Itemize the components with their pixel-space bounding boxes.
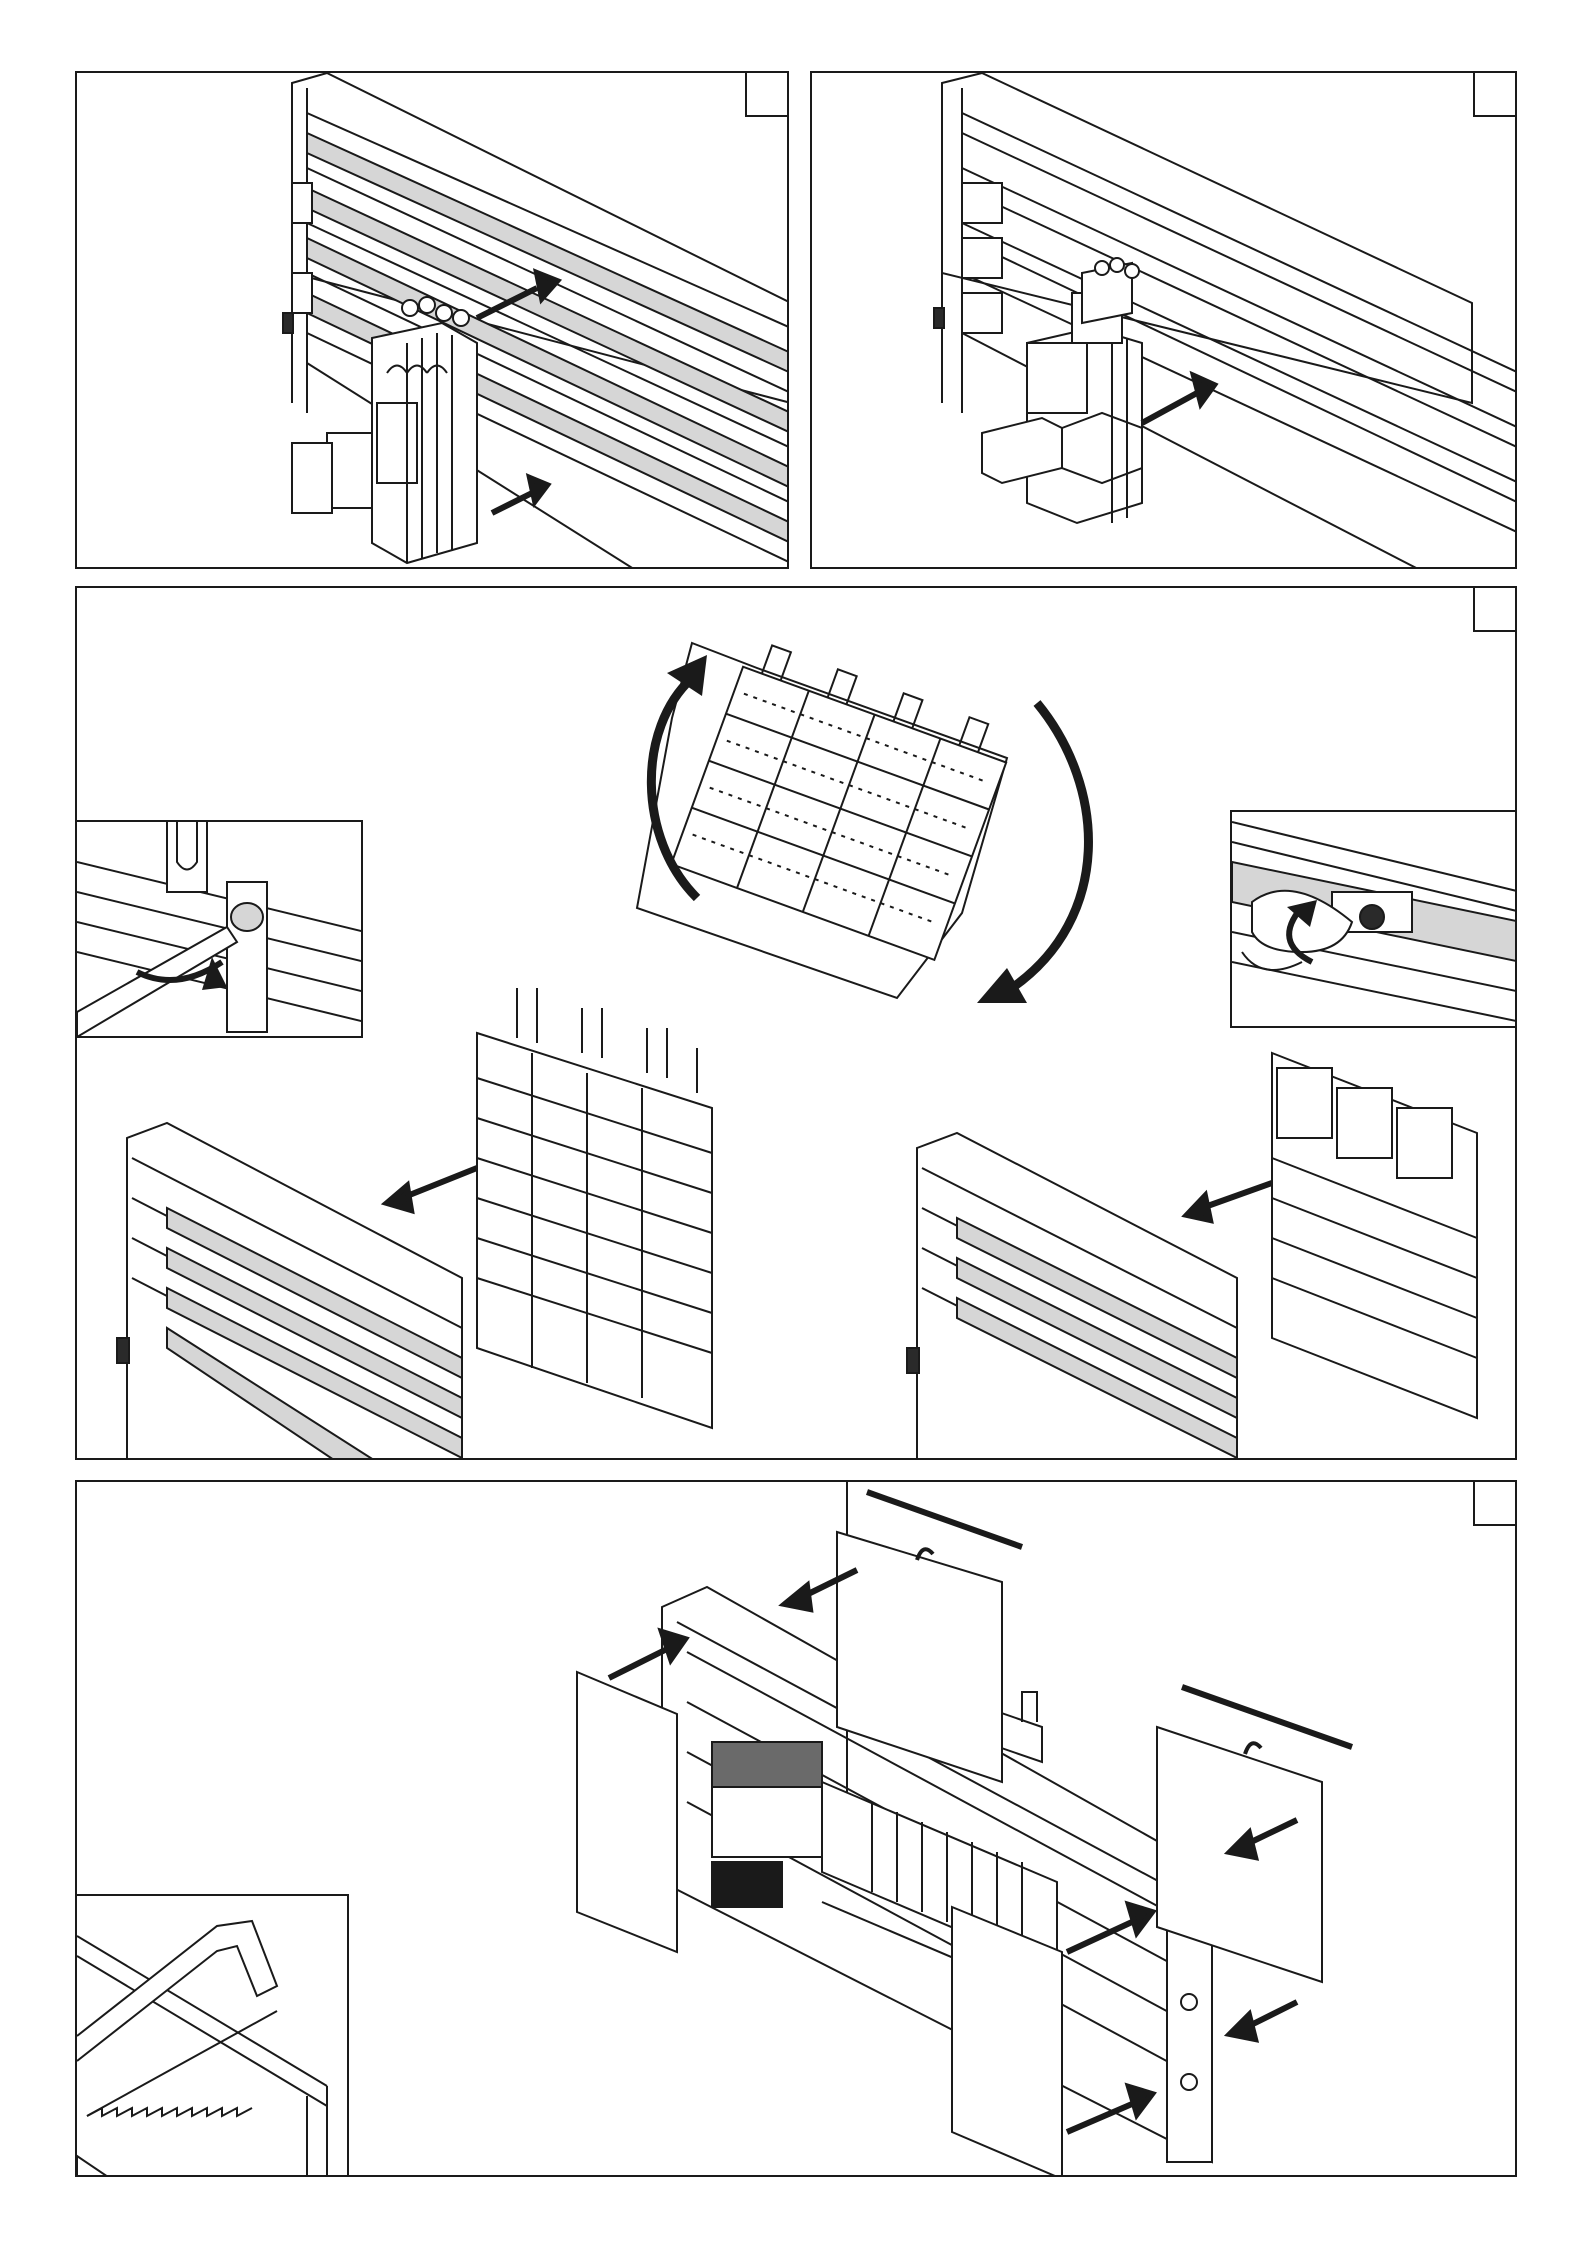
- arrow-icon: [387, 1168, 477, 1210]
- wrench-icon: [1232, 812, 1517, 1028]
- busbar-rail-install-illustration: [77, 73, 789, 569]
- module-clip-illustration: [812, 73, 1517, 569]
- inset-hacksaw-detail: [75, 1894, 349, 2177]
- panel-step-1: [75, 71, 789, 569]
- arrow-icon: [1187, 1183, 1272, 1220]
- panel-step-4: [75, 1480, 1517, 2177]
- inset-wrench-detail: [1230, 810, 1517, 1028]
- panel-step-2: [810, 71, 1517, 569]
- arrow-icon: [1142, 376, 1214, 423]
- screwdriver-icon: [77, 822, 363, 1038]
- panel-step-3: [75, 586, 1517, 1460]
- inset-screwdriver-detail: [75, 820, 363, 1038]
- hacksaw-icon: [77, 1896, 349, 2177]
